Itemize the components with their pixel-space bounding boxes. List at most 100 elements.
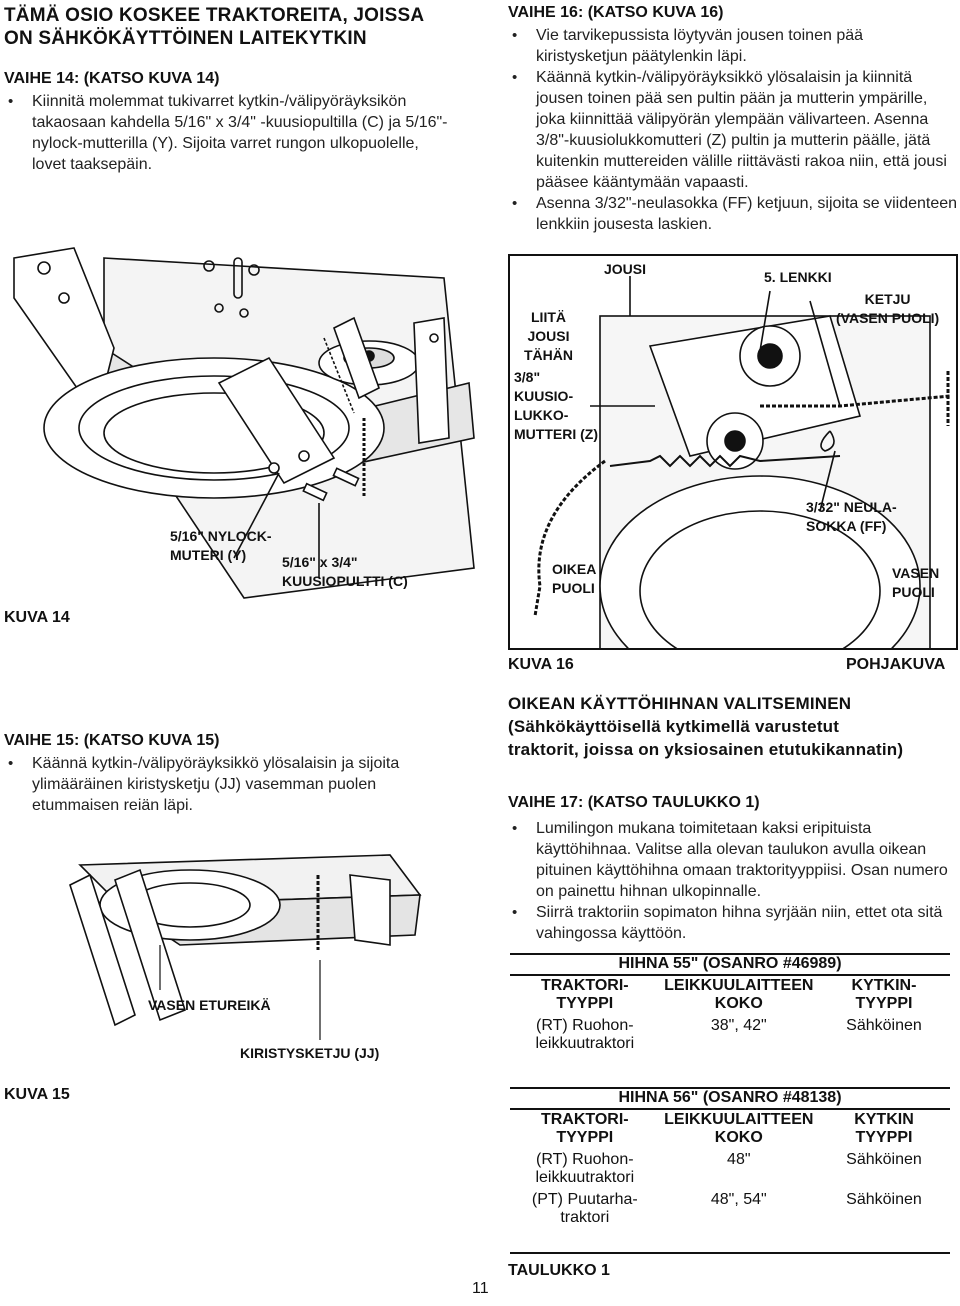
section-heading: TÄMÄ OSIO KOSKEE TRAKTOREITA, JOISSA ON … [4,4,424,50]
fig16-label-sokka: 3/32" NEULA- SOKKA (FF) [806,498,897,536]
fig15-label-chain: KIRISTYSKETJU (JJ) [240,1045,380,1061]
fig16-label-liita-line3: TÄHÄN [524,347,573,363]
table-56-bottom-rule [510,1252,950,1254]
table-56-row2-clutch: Sähköinen [846,1191,922,1208]
step17-title: VAIHE 17: (KATSO TAULUKKO 1) [508,794,760,811]
fig14-label-bolt-line2: KUUSIOPULTTI (C) [282,573,408,589]
step14-bullet: Kiinnitä molemmat tukivarret kytkin-/väl… [4,91,454,175]
fig16-label-ketju-line1: KETJU [864,291,911,307]
table-55-header-col1: TRAKTORI-TYYPPI [510,975,660,1015]
fig14-label-bolt: 5/16" x 3/4" KUUSIOPULTTI (C) [282,553,408,591]
table-55-header-col2-line2: KOKO [714,995,763,1012]
figure-15 [60,835,470,1075]
table-56-row1-type-line1: (RT) Ruohon- [536,1151,634,1168]
fig16-label-oikea: OIKEA PUOLI [552,560,596,598]
table-55-header-col3: KYTKIN-TYYPPI [818,975,950,1015]
table-56-header-col1-line2: TYYPPI [556,1129,614,1146]
step15-title: VAIHE 15: (KATSO KUVA 15) [4,732,220,749]
fig16-label-oikea-line2: PUOLI [552,580,595,596]
table-55-top-rule [510,953,950,955]
belt-heading: OIKEAN KÄYTTÖHIHNAN VALITSEMINEN (Sähkök… [508,692,903,761]
table-56-row1-type: (RT) Ruohon-leikkuutraktori [510,1149,660,1189]
fig16-caption: KUVA 16 [508,656,574,673]
fig16-label-vasen-line2: PUOLI [892,584,935,600]
fig14-label-nut: 5/16" NYLOCK- MUTERI (Y) [170,527,272,565]
figure-16-drawing [533,276,951,648]
table-row: (PT) Puutarha-traktori 48", 54" Sähköine… [510,1189,950,1229]
figure-15-drawing [69,854,422,1040]
fig16-label-ketju-line2: (VASEN PUOLI) [836,310,940,326]
table-55-mid-rule [510,974,950,976]
step16-block: VAIHE 16: (KATSO KUVA 16) Vie tarvikepus… [508,4,958,235]
step14-title: VAIHE 14: (KATSO KUVA 14) [4,70,220,87]
table-56-title: HIHNA 56" (OSANRO #48138) [618,1089,842,1106]
table-56-row1-type-line2: leikkuutraktori [535,1169,635,1186]
fig16-label-mutteri-line1: 3/8" [514,369,541,385]
table1-caption: TAULUKKO 1 [508,1262,610,1279]
fig16-label-jousi: JOUSI [604,261,647,277]
fig16-label-vasen-line1: VASEN [892,565,940,581]
fig16-label-liita: LIITÄ JOUSI TÄHÄN [524,308,573,365]
table-56-header-col3-line1: KYTKIN [854,1111,914,1128]
step14-list: Kiinnitä molemmat tukivarret kytkin-/väl… [4,91,454,175]
table-56-row1-clutch: Sähköinen [846,1151,922,1168]
figure-16: JOUSI 5. LENKKI KETJU (VASEN PUOLI) LIIT… [508,254,958,650]
table-55-header-col1-line1: TRAKTORI- [540,977,629,994]
table-56-header-col1: TRAKTORI-TYYPPI [510,1109,660,1149]
table-55-row1-size: 38", 42" [710,1017,767,1034]
fig16-label-ketju: KETJU (VASEN PUOLI) [836,290,939,328]
belt-heading-line2: (Sähkökäyttöisellä kytkimellä varustetut [508,717,840,736]
table-56-header-col2-line2: KOKO [714,1129,763,1146]
step16-bullet-2: Käännä kytkin-/välipyöräyksikkö ylösalai… [508,67,958,193]
table-row: (RT) Ruohon-leikkuutraktori 38", 42" Säh… [510,1015,950,1055]
step16-bullet-3: Asenna 3/32"-neulasokka (FF) ketjuun, si… [508,193,958,235]
table-row: (RT) Ruohon-leikkuutraktori 48" Sähköine… [510,1149,950,1189]
step17-list: Lumilingon mukana toimitetaan kaksi erip… [508,818,958,944]
fig16-label-mutteri-line4: MUTTERI (Z) [514,426,598,442]
fig16-label-mutteri-line3: LUKKO- [514,407,569,423]
table-56-top-rule [510,1087,950,1089]
fig14-caption: KUVA 14 [4,609,70,626]
step14-block: VAIHE 14: (KATSO KUVA 14) Kiinnitä molem… [4,70,454,175]
table-55-row1-type: (RT) Ruohon-leikkuutraktori [510,1015,660,1055]
table-56-row2-type-line1: (PT) Puutarha- [531,1191,638,1208]
fig15-label-hole: VASEN ETUREIKÄ [148,997,271,1013]
fig15-caption: KUVA 15 [4,1086,70,1103]
table-55-header-col1-line2: TYYPPI [556,995,614,1012]
table-55-header-col3-line1: KYTKIN- [851,977,917,994]
table-56-row1-size: 48" [727,1151,751,1168]
step17-block: VAIHE 17: (KATSO TAULUKKO 1) Lumilingon … [508,794,958,944]
step15-block: VAIHE 15: (KATSO KUVA 15) Käännä kytkin-… [4,732,454,816]
table-55-row1-type-line1: (RT) Ruohon- [536,1017,634,1034]
fig16-label-lenkki: 5. LENKKI [764,269,832,285]
fig16-label-sokka-line1: 3/32" NEULA- [806,499,897,515]
fig14-label-nut-line1: 5/16" NYLOCK- [170,528,272,544]
table-56-header-col1-line1: TRAKTORI- [540,1111,629,1128]
fig16-caption-right: POHJAKUVA [846,656,946,673]
fig16-label-liita-line2: JOUSI [527,328,570,344]
fig16-label-liita-line1: LIITÄ [531,309,566,325]
step15-bullet: Käännä kytkin-/välipyöräyksikkö ylösalai… [4,753,454,816]
fig16-label-vasen: VASEN PUOLI [892,564,939,602]
table-56-header-col2-line1: LEIKKUULAITTEEN [664,1111,814,1128]
step16-bullet-1: Vie tarvikepussista löytyvän jousen toin… [508,25,958,67]
fig14-label-nut-line2: MUTERI (Y) [170,547,247,563]
fig14-label-bolt-line1: 5/16" x 3/4" [282,554,358,570]
section-heading-line2: ON SÄHKÖKÄYTTÖINEN LAITEKYTKIN [4,28,367,49]
step16-list: Vie tarvikepussista löytyvän jousen toin… [508,25,958,235]
figure-14-drawing [13,247,475,599]
table-56-row2-size: 48", 54" [710,1191,767,1208]
step15-list: Käännä kytkin-/välipyöräyksikkö ylösalai… [4,753,454,816]
table-56-mid-rule [510,1108,950,1110]
page-number: 11 [472,1280,489,1297]
fig16-label-sokka-line2: SOKKA (FF) [806,518,887,534]
table-55-title: HIHNA 55" (OSANRO #46989) [618,955,842,972]
step17-bullet-1: Lumilingon mukana toimitetaan kaksi erip… [508,818,958,902]
fig16-label-mutteri: 3/8" KUUSIO- LUKKO- MUTTERI (Z) [514,368,598,444]
